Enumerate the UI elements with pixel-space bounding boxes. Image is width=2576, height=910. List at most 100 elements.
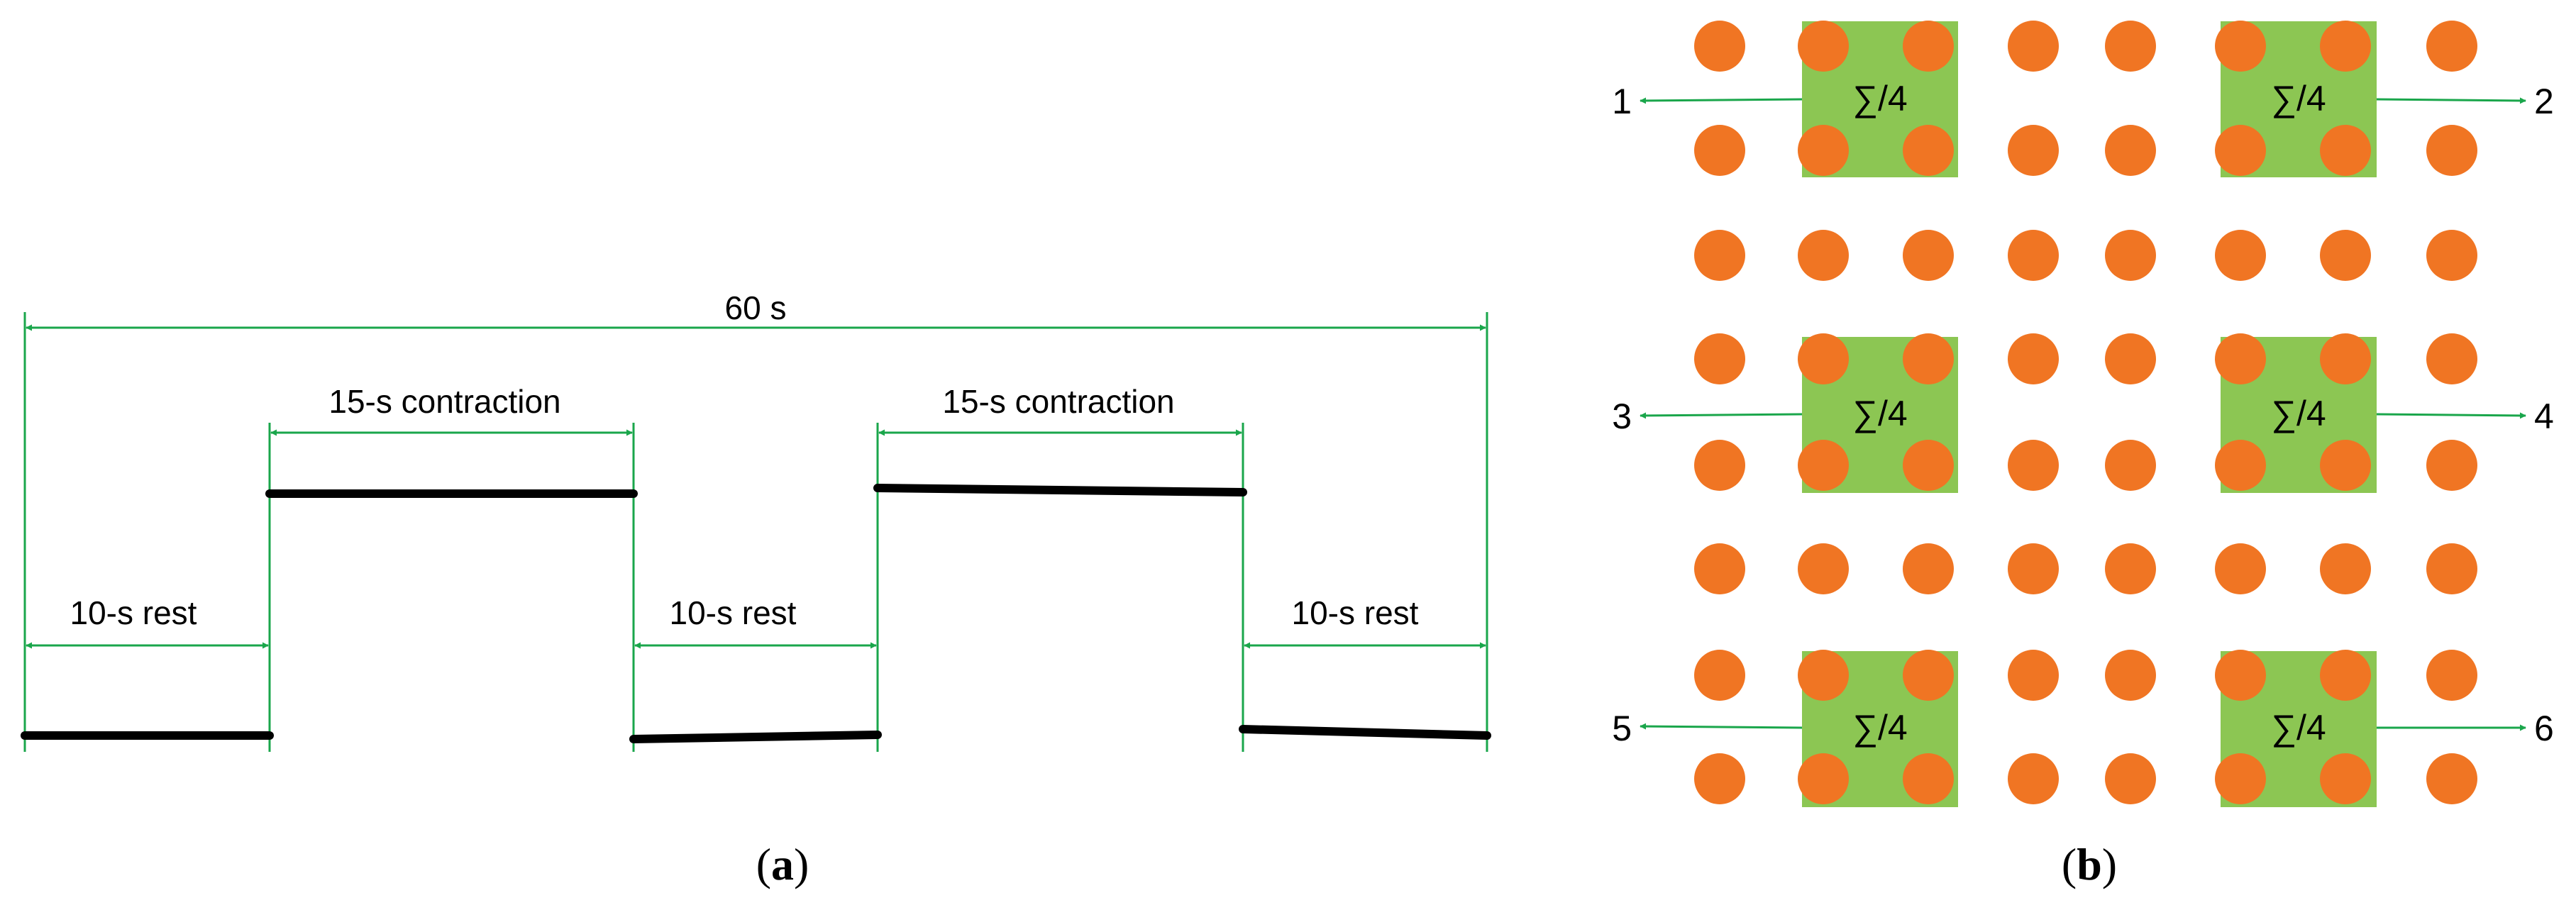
electrode <box>2008 125 2059 176</box>
electrode <box>2215 230 2266 281</box>
channel-arrow-2 <box>2376 97 2526 104</box>
electrode <box>2008 21 2059 72</box>
channel-number-3: 3 <box>1612 396 1632 436</box>
electrode-grid <box>1694 21 2477 804</box>
guide-lines <box>23 312 1488 752</box>
contraction-segment-2 <box>873 484 1247 496</box>
contraction-label-2: 15-s contraction <box>942 383 1174 420</box>
electrode <box>2215 753 2266 804</box>
electrode <box>2105 543 2156 594</box>
electrode <box>2008 440 2059 491</box>
electrode <box>1798 21 1849 72</box>
electrode <box>2008 230 2059 281</box>
electrode <box>1903 333 1954 384</box>
electrode <box>1903 543 1954 594</box>
channel-arrow-5 <box>1640 723 1803 730</box>
electrode <box>1694 230 1745 281</box>
electrode <box>2008 650 2059 701</box>
electrode <box>2215 333 2266 384</box>
block-label-3: ∑/4 <box>1852 394 1907 433</box>
electrode <box>2008 543 2059 594</box>
block-labels: ∑/4 ∑/4 ∑/4 ∑/4 ∑/4 ∑/4 <box>1852 79 2326 748</box>
electrode <box>1694 650 1745 701</box>
electrode <box>2426 650 2477 701</box>
electrode <box>2320 21 2371 72</box>
electrode <box>2320 753 2371 804</box>
channel-number-1: 1 <box>1612 82 1632 121</box>
electrode <box>2215 650 2266 701</box>
electrode <box>2105 650 2156 701</box>
channel-arrow-4 <box>2376 412 2526 419</box>
block-label-1: ∑/4 <box>1852 79 1907 118</box>
channel-arrow-3 <box>1640 412 1803 419</box>
electrode <box>2426 230 2477 281</box>
panel-b: ∑/4 ∑/4 ∑/4 ∑/4 ∑/4 ∑/4 1 2 3 4 5 6 (b) <box>1612 21 2554 889</box>
electrode <box>1903 753 1954 804</box>
electrode <box>1903 21 1954 72</box>
channel-number-6: 6 <box>2534 709 2554 748</box>
electrode <box>2320 440 2371 491</box>
electrode <box>1903 440 1954 491</box>
electrode <box>1798 333 1849 384</box>
panel-a-caption: (a) <box>756 839 809 889</box>
electrode <box>2105 440 2156 491</box>
electrode <box>2320 333 2371 384</box>
signal-trace <box>21 484 1491 743</box>
rest-label-3: 10-s rest <box>1292 594 1419 631</box>
contraction-label-1: 15-s contraction <box>328 383 560 420</box>
rest-segment-3 <box>1239 725 1491 740</box>
electrode <box>1798 543 1849 594</box>
channel-arrows <box>1640 97 2526 731</box>
electrode <box>1694 543 1745 594</box>
electrode <box>1903 125 1954 176</box>
block-label-5: ∑/4 <box>1852 708 1907 748</box>
electrode <box>1694 125 1745 176</box>
electrode <box>2426 125 2477 176</box>
block-label-6: ∑/4 <box>2271 708 2326 748</box>
rest-label-1: 10-s rest <box>70 594 197 631</box>
electrode <box>2215 125 2266 176</box>
electrode <box>2215 543 2266 594</box>
block-label-2: ∑/4 <box>2271 79 2326 118</box>
electrode <box>2105 333 2156 384</box>
electrode <box>1798 440 1849 491</box>
channel-number-2: 2 <box>2534 82 2554 121</box>
electrode <box>2426 753 2477 804</box>
electrode <box>1798 650 1849 701</box>
electrode <box>2426 21 2477 72</box>
electrode <box>1798 125 1849 176</box>
rest-label-2: 10-s rest <box>670 594 797 631</box>
electrode <box>2320 543 2371 594</box>
electrode <box>2105 125 2156 176</box>
electrode <box>2008 753 2059 804</box>
electrode <box>2320 125 2371 176</box>
rest-segment-2 <box>629 731 882 743</box>
electrode <box>1798 230 1849 281</box>
electrode <box>1694 753 1745 804</box>
electrode <box>1903 650 1954 701</box>
electrode <box>2320 650 2371 701</box>
dimension-arrows <box>26 324 1486 649</box>
electrode <box>2426 440 2477 491</box>
channel-number-5: 5 <box>1612 709 1632 748</box>
channel-number-4: 4 <box>2534 396 2554 436</box>
electrode <box>2426 333 2477 384</box>
electrode <box>2426 543 2477 594</box>
total-duration-label: 60 s <box>725 289 787 326</box>
electrode <box>2215 440 2266 491</box>
electrode <box>2215 21 2266 72</box>
channel-arrow-1 <box>1640 97 1803 104</box>
electrode <box>2105 230 2156 281</box>
electrode <box>2105 753 2156 804</box>
channel-numbers: 1 2 3 4 5 6 <box>1612 82 2554 748</box>
block-label-4: ∑/4 <box>2271 394 2326 433</box>
electrode <box>2105 21 2156 72</box>
electrode <box>1903 230 1954 281</box>
electrode <box>1694 440 1745 491</box>
electrode <box>1694 21 1745 72</box>
panel-a: 60 s 10-s rest 15-s contraction 10-s res… <box>21 289 1491 889</box>
panel-b-caption: (b) <box>2062 839 2117 889</box>
electrode <box>1694 333 1745 384</box>
electrode <box>1798 753 1849 804</box>
